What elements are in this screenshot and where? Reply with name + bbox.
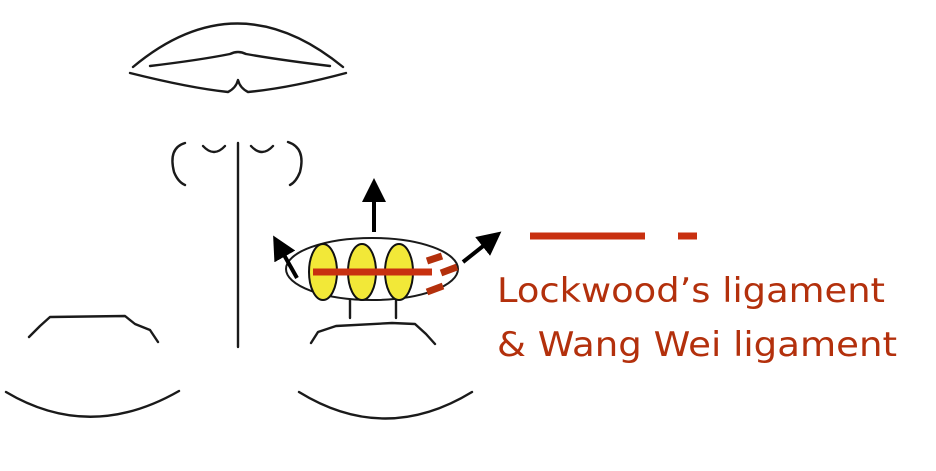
left-upper-lid <box>27 314 160 344</box>
orbital-fat-compartment <box>285 237 459 320</box>
left-lower-lid <box>4 389 181 418</box>
nose <box>171 140 303 349</box>
legend-label-line2: & Wang Wei ligament <box>497 325 897 365</box>
left-eye <box>4 314 181 418</box>
left-nostril <box>201 144 227 154</box>
upper-lip-outline <box>131 22 345 69</box>
arrow-up-left-icon <box>273 235 299 279</box>
lip-line <box>148 50 332 68</box>
wang-wei-ligament-dash-3 <box>425 282 445 296</box>
legend: Lockwood’s ligament & Wang Wei ligament <box>497 232 897 365</box>
wang-wei-ligament-dash-1 <box>425 252 444 265</box>
orbital-septum-outline <box>285 237 459 301</box>
right-upper-lid <box>309 321 437 346</box>
arrow-up-right-icon <box>461 231 502 264</box>
legend-label-line1: Lockwood’s ligament <box>497 271 885 311</box>
lower-lip-outline <box>128 71 348 94</box>
nose-left-ala <box>171 141 187 187</box>
mouth <box>128 22 348 94</box>
right-lower-lid <box>297 390 474 420</box>
wang-wei-ligament-dash-2 <box>439 263 459 277</box>
right-nostril <box>249 144 275 154</box>
nose-right-ala <box>286 140 303 187</box>
right-eye <box>297 321 474 420</box>
